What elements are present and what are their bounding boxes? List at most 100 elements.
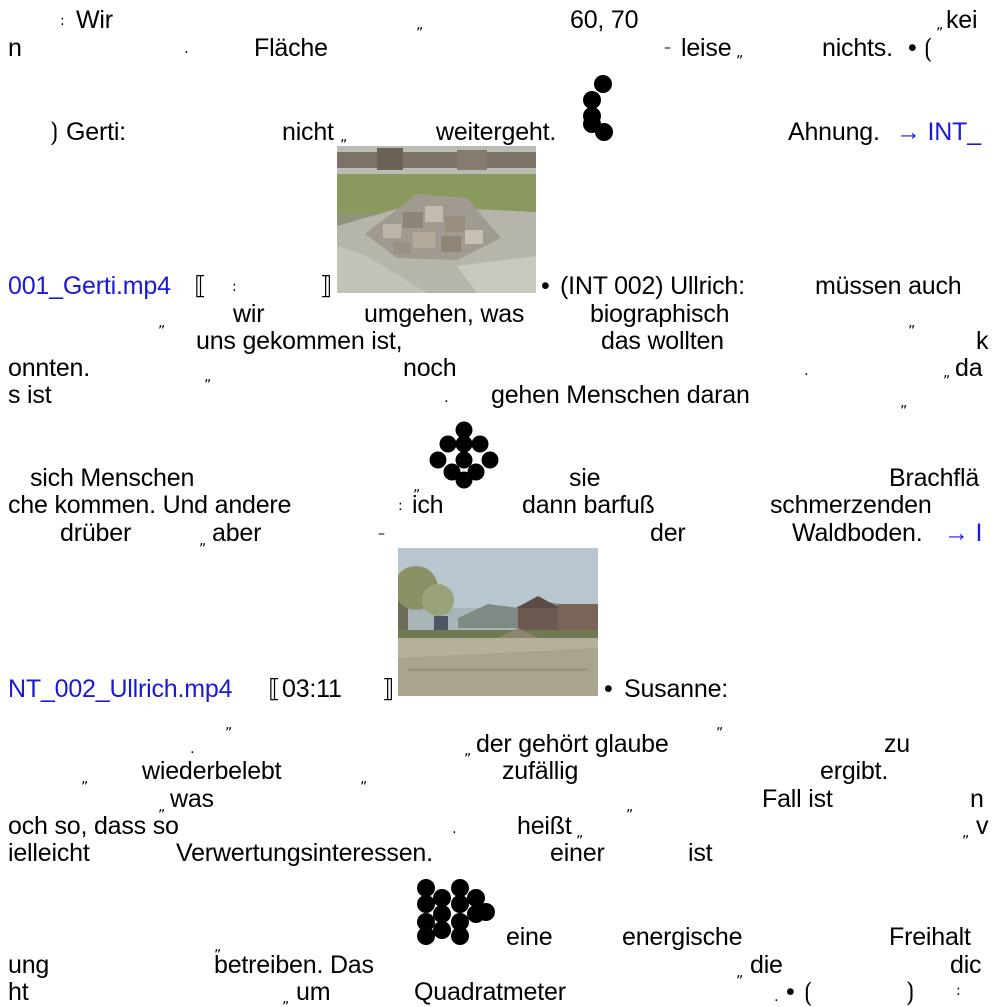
word: Waldboden. [792, 519, 923, 547]
dot-cluster-decoration [583, 75, 613, 141]
video-link-int-001-file[interactable]: 001_Gerti.mp4 [8, 272, 171, 300]
close-bracket-mark: ⟧ [320, 272, 333, 300]
word: nicht [282, 118, 334, 146]
comma-mark: „ [81, 771, 89, 787]
dot [481, 451, 499, 469]
word: v [976, 812, 989, 840]
word: dic [950, 951, 982, 979]
word: ich [412, 491, 444, 519]
word: k [976, 327, 989, 355]
word: Brachflä [889, 464, 980, 492]
comma-mark: „ [464, 743, 472, 759]
comma-mark: „ [943, 365, 951, 381]
comma-mark: „ [413, 479, 421, 495]
word: che kommen. Und andere [8, 491, 292, 519]
dot [467, 463, 485, 481]
dot [595, 123, 613, 141]
word: wiederbelebt [142, 757, 282, 785]
dot [443, 463, 461, 481]
word: wir [233, 300, 265, 328]
word: die [750, 951, 783, 979]
dot [417, 913, 435, 931]
comma-mark: „ [626, 799, 634, 815]
word: ung [8, 951, 50, 979]
dot [467, 889, 485, 907]
word: Wir [76, 6, 113, 34]
word: och so, dass so [8, 812, 179, 840]
dot [451, 927, 469, 945]
word: leise [681, 34, 732, 62]
word: was [170, 785, 214, 813]
word: 60, 70 [570, 6, 639, 34]
video-link-int-001[interactable]: → INT_ [896, 118, 981, 146]
comma-mark: „ [158, 315, 166, 331]
comma-mark: „ [962, 825, 970, 841]
speaker-name: Gerti: [66, 118, 126, 146]
word: ht [8, 978, 29, 1006]
dot [433, 905, 451, 923]
speaker-name: Susanne: [624, 675, 729, 703]
word: sie [569, 464, 601, 492]
speaker-name: (INT 002) Ullrich: [560, 272, 745, 300]
comma-mark: „ [936, 17, 944, 33]
colon-mark: : [232, 279, 237, 295]
comma-mark: „ [716, 717, 724, 733]
word: gehen Menschen daran [491, 381, 750, 409]
period-mark: ․ [190, 741, 195, 757]
dot [451, 879, 469, 897]
open-paren-mark: ⟮ [804, 978, 813, 1006]
word: ergibt. [820, 757, 889, 785]
word: da [955, 354, 983, 382]
period-mark: ․ [452, 821, 457, 837]
comma-mark: „ [416, 17, 424, 33]
period-mark: ․ [774, 989, 779, 1005]
bullet-mark: • [786, 978, 795, 1006]
dot [417, 879, 435, 897]
dot [583, 91, 601, 109]
comma-mark: „ [340, 129, 348, 145]
comma-mark: „ [158, 799, 166, 815]
word: ielleicht [8, 839, 90, 867]
close-paren-mark: ⟯ [906, 978, 915, 1006]
word: betreiben. Das [214, 951, 374, 979]
word: Verwertungsinteressen. [176, 839, 433, 867]
word: onnten. [8, 354, 91, 382]
word: ist [688, 839, 713, 867]
dot [451, 895, 469, 913]
comma-mark: „ [360, 771, 368, 787]
word: um [296, 978, 331, 1006]
dot [455, 421, 473, 439]
video-link-int-002[interactable]: → I [944, 519, 983, 547]
word: zu [884, 730, 911, 758]
open-bracket-mark: ⟦ [268, 675, 281, 703]
word: noch [403, 354, 457, 382]
comma-mark: „ [199, 533, 207, 549]
word: drüber [60, 519, 132, 547]
word: Fläche [254, 34, 328, 62]
comma-mark: „ [900, 395, 908, 411]
word: n [8, 34, 22, 62]
dot [594, 75, 612, 93]
word: umgehen, was [364, 300, 525, 328]
word: zufällig [502, 757, 579, 785]
dash-mark: – [664, 40, 671, 56]
dot [417, 927, 435, 945]
word: Freihalt [889, 923, 971, 951]
timestamp: 03:11 [282, 675, 342, 703]
colon-mark: : [398, 498, 403, 514]
open-paren-mark: ⟮ [924, 34, 933, 62]
word: heißt [517, 812, 572, 840]
vacant-lot-photo [398, 548, 598, 696]
word: müssen auch [815, 272, 962, 300]
video-link-int-002-file[interactable]: NT_002_Ullrich.mp4 [8, 675, 233, 703]
word: dann barfuß [522, 491, 655, 519]
dot [433, 921, 451, 939]
comma-mark: „ [908, 315, 916, 331]
dot [455, 451, 473, 469]
bullet-mark: • [604, 675, 613, 703]
word: das wollten [601, 327, 724, 355]
dot [433, 889, 451, 907]
word: energische [622, 923, 743, 951]
dot [451, 913, 469, 931]
word: weitergeht. [436, 118, 557, 146]
